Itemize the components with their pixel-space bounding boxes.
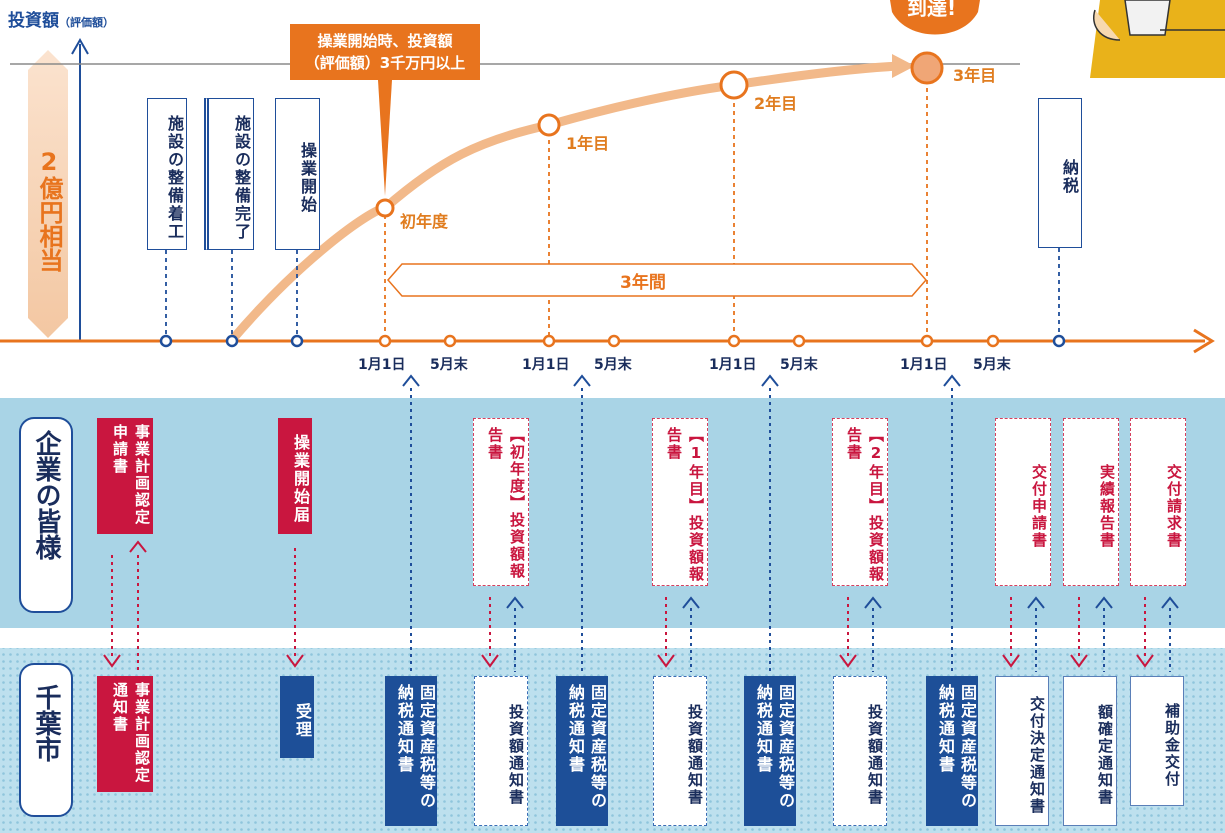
- tick-jan1-y2: 1月1日: [709, 357, 757, 373]
- doc-tax-notice-2: 固定資産税等の納税通知書: [556, 676, 608, 826]
- period-label: 3年間: [620, 273, 666, 293]
- doc-operation-start-notice: 操業開始届: [278, 418, 312, 534]
- label-year3: 3年目: [953, 66, 997, 85]
- doc-tax-notice-4: 固定資産税等の納税通知書: [926, 676, 978, 826]
- doc-performance-report: 実績報告書: [1063, 418, 1119, 586]
- doc-business-plan-application: 事業計画認定申請書: [97, 418, 153, 534]
- callout-line2: （評価額）3千万円以上: [304, 54, 466, 72]
- doc-grant-decision: 交付決定通知書: [995, 676, 1049, 826]
- doc-grant-request: 交付請求書: [1130, 418, 1186, 586]
- doc-report-year2: 【2年目】投資額報告書: [832, 418, 888, 586]
- node-first: [375, 198, 395, 218]
- city-label-panel: [19, 663, 73, 817]
- doc-received: 受理: [280, 676, 314, 758]
- y-axis-title-sub: （評価額）: [59, 16, 114, 29]
- node-year1: [537, 113, 561, 137]
- callout-line1: 操業開始時、投資額: [317, 32, 453, 50]
- callout-box: [290, 24, 480, 80]
- node-year2: [719, 70, 749, 100]
- tick-jan1-y3: 1月1日: [900, 357, 948, 373]
- y-axis-title: 投資額（評価額）: [8, 6, 114, 31]
- label-first-year: 初年度: [400, 212, 449, 231]
- callout-pointer: [378, 80, 392, 196]
- arrival-label: 到達!: [907, 0, 957, 20]
- step-operation-start: 操業開始: [275, 98, 320, 250]
- doc-tax-notice-1: 固定資産税等の納税通知書: [385, 676, 437, 826]
- left-band-label: 2億円相当: [35, 148, 63, 272]
- row-label-city: 千葉市: [31, 684, 61, 762]
- doc-investment-notice-2: 投資額通知書: [653, 676, 707, 826]
- doc-report-year1: 【1年目】投資額報告書: [652, 418, 708, 586]
- tick-jan1-y1: 1月1日: [522, 357, 570, 373]
- arrival-badge: [890, 0, 980, 35]
- doc-report-first-year: 【初年度】投資額報告書: [473, 418, 529, 586]
- time-axis-arrowhead: [1193, 328, 1215, 354]
- row-label-company: 企業の皆様: [31, 430, 61, 560]
- callout-text: 操業開始時、投資額 （評価額）3千万円以上: [290, 30, 480, 74]
- left-band-shape: [28, 50, 68, 338]
- curve-arrowhead: [892, 54, 915, 78]
- doc-tax-notice-3: 固定資産税等の納税通知書: [744, 676, 796, 826]
- investment-curve: [227, 61, 905, 345]
- doc-investment-notice-1: 投資額通知書: [474, 676, 528, 826]
- doc-amount-confirmation: 額確定通知書: [1063, 676, 1117, 826]
- period-chevron: [387, 263, 927, 297]
- doc-investment-notice-3: 投資額通知書: [833, 676, 887, 826]
- tick-may-y2: 5月末: [780, 357, 818, 373]
- doc-business-plan-approval: 事業計画認定通知書: [97, 676, 153, 792]
- tick-may-y3: 5月末: [973, 357, 1011, 373]
- company-label-panel: [19, 417, 73, 613]
- node-year3: [910, 51, 944, 85]
- tick-jan1-first: 1月1日: [358, 357, 406, 373]
- label-year2: 2年目: [754, 94, 798, 113]
- person-illustration: [1090, 0, 1225, 78]
- doc-grant-issuance: 補助金交付: [1130, 676, 1184, 806]
- y-axis-arrowhead: [71, 37, 89, 55]
- y-axis-title-main: 投資額: [8, 11, 59, 31]
- step-tax-payment: 納税: [1038, 98, 1082, 248]
- tick-may-first: 5月末: [430, 357, 468, 373]
- step-construction-start: 施設の整備着工: [147, 98, 187, 250]
- doc-grant-application: 交付申請書: [995, 418, 1051, 586]
- label-year1: 1年目: [566, 134, 610, 153]
- tick-may-y1: 5月末: [594, 357, 632, 373]
- step-construction-complete: 施設の整備完了: [204, 98, 254, 250]
